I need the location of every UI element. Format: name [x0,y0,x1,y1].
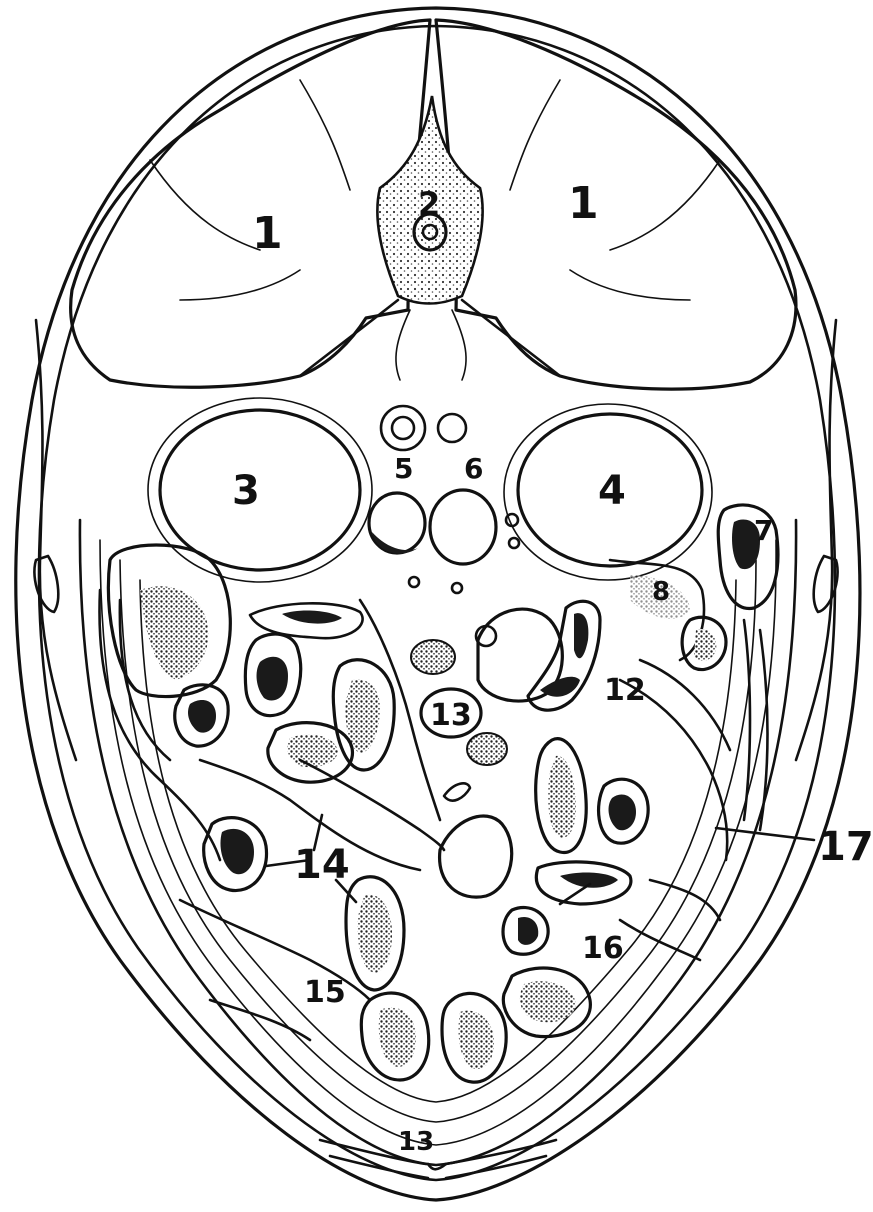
label-7: 7 [754,514,773,547]
label-4: 4 [598,468,626,514]
ventral-midline-fold [320,1140,556,1178]
label-1-right: 1 [568,178,599,229]
label-17: 17 [818,824,873,870]
dorsal-muscle-mass-left [71,20,430,387]
leader-line-16 [560,884,590,904]
aorta-group [369,406,519,593]
label-15: 15 [304,975,346,1010]
label-13-center: 13 [430,698,472,733]
label-3: 3 [232,468,260,514]
label-5: 5 [394,452,413,485]
label-13-bottom: 13 [398,1127,434,1157]
label-16: 16 [582,931,624,966]
label-1-left: 1 [252,208,283,259]
label-8: 8 [652,577,670,607]
label-6: 6 [464,452,483,485]
kidney-left [148,398,372,582]
label-14: 14 [294,842,350,888]
spinal-fan-muscles [300,300,560,380]
label-2: 2 [418,185,440,223]
right-region-8 [610,560,704,660]
label-12: 12 [604,673,646,708]
